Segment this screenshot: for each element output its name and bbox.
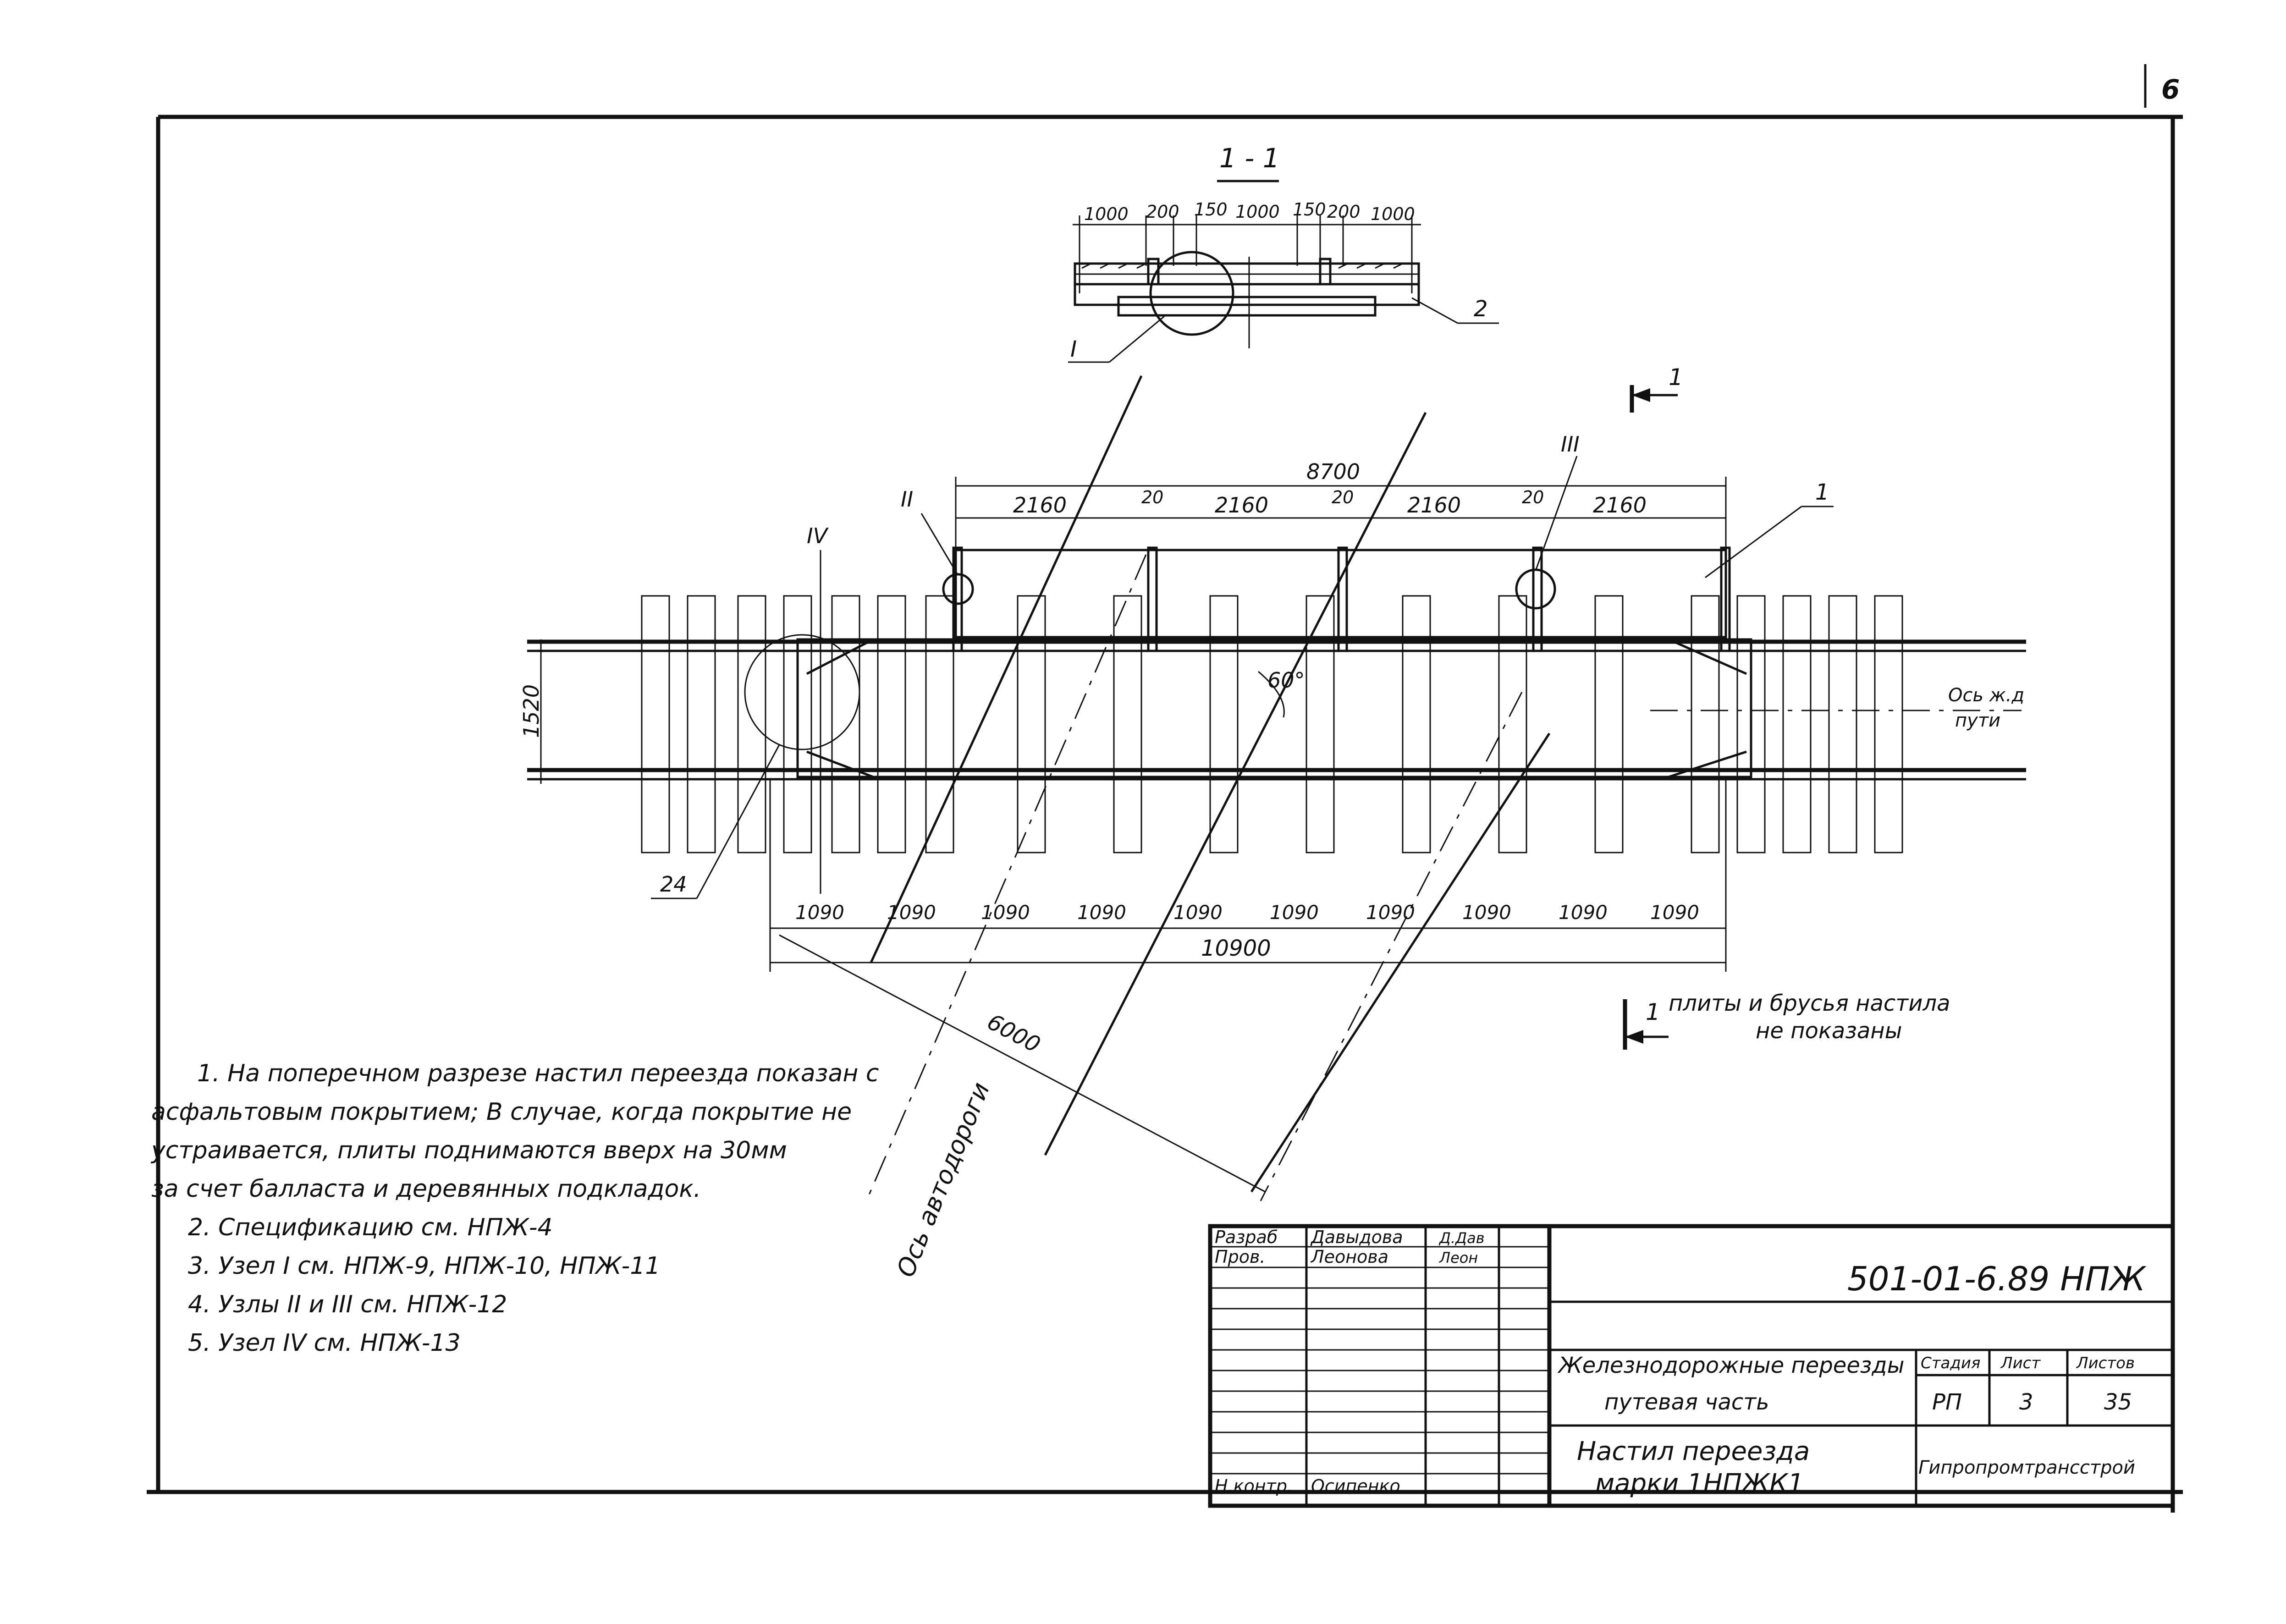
title-block: Разраб Пров. Давыдова Леонова Д.Дав Леон… — [1208, 1224, 2175, 1508]
dim-bottom: 1090 — [1077, 901, 1126, 924]
sleepers — [641, 595, 1903, 853]
section-dim: 150 — [1293, 199, 1326, 220]
section-dim: 200 — [1146, 202, 1179, 222]
section-dim: 1000 — [1084, 204, 1129, 224]
section-title: 1 - 1 — [1219, 143, 1280, 174]
dim-top: 2160 — [1013, 493, 1067, 517]
project-title: путевая часть — [1604, 1389, 1769, 1415]
angle-label: 60° — [1267, 668, 1305, 693]
stage-value: РП — [1932, 1389, 1962, 1415]
section-dim: 1000 — [1235, 202, 1280, 222]
track-axis-label: пути — [1955, 710, 2000, 731]
sheets-value: 35 — [2104, 1389, 2132, 1415]
dim-bottom: 1090 — [1366, 901, 1415, 924]
name-developed: Давыдова — [1310, 1227, 1403, 1247]
dim-bottom: 1090 — [981, 901, 1030, 924]
note-line: 2. Спецификацию см. НПЖ-4 — [188, 1214, 553, 1241]
note-line: 5. Узел IV см. НПЖ-13 — [188, 1329, 461, 1357]
section-1-1: 1 - 1 1000 200 150 1000 150 200 1000 2 — [1068, 143, 1499, 363]
note-line: 3. Узел I см. НПЖ-9, НПЖ-10, НПЖ-11 — [188, 1252, 661, 1280]
role-developed: Разраб — [1215, 1227, 1278, 1247]
dim-total-top: 8700 — [1306, 459, 1360, 484]
section-callout-2: 2 — [1474, 296, 1488, 322]
dim-bottom: 1090 — [1173, 901, 1223, 924]
dim-bottom: 1090 — [795, 901, 844, 924]
dim-total-bottom: 10900 — [1201, 936, 1271, 961]
note-line: за счет балласта и деревянных подкладок. — [151, 1175, 701, 1203]
drawing-title: Настил переезда — [1577, 1437, 1810, 1466]
note-line: 4. Узлы II и III см. НПЖ-12 — [188, 1291, 507, 1318]
node-III-label: III — [1561, 432, 1580, 457]
callout-1: 1 — [1815, 479, 1829, 505]
node-II-label: II — [901, 487, 913, 512]
dim-top: 20 — [1332, 487, 1354, 507]
drawing-title: марки 1НПЖК1 — [1595, 1469, 1804, 1498]
note-line: асфальтовым покрытием; В случае, когда п… — [151, 1098, 852, 1126]
dims-bottom: 1090 1090 1090 1090 1090 1090 1090 1090 … — [795, 901, 1699, 924]
dim-bottom: 1090 — [1270, 901, 1319, 924]
stage-header: Стадия — [1921, 1354, 1980, 1372]
dim-top: 2160 — [1215, 493, 1268, 517]
dim-top: 20 — [1522, 487, 1544, 507]
dim-bottom: 1090 — [1559, 901, 1608, 924]
section-mark-label: 1 — [1646, 999, 1660, 1025]
gauge-dim: 1520 — [519, 684, 544, 738]
callout-24: 24 — [660, 872, 687, 897]
section-mark-label: 1 — [1669, 364, 1683, 391]
name-checked: Леонова — [1310, 1247, 1388, 1267]
dim-diagonal: 6000 — [983, 1009, 1044, 1058]
section-dim: 150 — [1194, 199, 1228, 220]
posts — [942, 546, 1731, 652]
signature-developed: Д.Дав — [1438, 1229, 1485, 1247]
section-callout-node-1: I — [1070, 336, 1077, 362]
dim-bottom: 1090 — [1650, 901, 1699, 924]
section-dim: 1000 — [1371, 204, 1415, 224]
name-norm-control: Осипенко — [1311, 1476, 1400, 1496]
node-IV-label: IV — [807, 523, 829, 548]
note-line: 1. На поперечном разрезе настил переезда… — [197, 1060, 879, 1087]
doc-code: 501-01-6.89 НПЖ — [1847, 1260, 2147, 1298]
not-shown-note: плиты и брусья настила — [1669, 991, 1950, 1016]
section-mark-top: 1 — [1630, 364, 1683, 413]
signature-checked: Леон — [1439, 1249, 1478, 1266]
dim-top: 20 — [1141, 487, 1163, 507]
dim-top: 2160 — [1593, 493, 1647, 517]
sheet-header: Лист — [2000, 1354, 2041, 1372]
note-line: устраивается, плиты поднимаются вверх на… — [151, 1137, 787, 1164]
role-checked: Пров. — [1215, 1247, 1265, 1267]
sheet-number: 6 — [2161, 74, 2180, 105]
dim-top: 2160 — [1407, 493, 1461, 517]
organization-name: Гипропромтрансстрой — [1918, 1457, 2135, 1478]
dim-bottom: 1090 — [1462, 901, 1511, 924]
track-axis-label: Ось ж.д — [1948, 685, 2024, 706]
project-title: Железнодорожные переезды — [1557, 1353, 1904, 1378]
sheet-value: 3 — [2019, 1389, 2033, 1415]
section-dim: 200 — [1327, 202, 1361, 222]
not-shown-note: не показаны — [1756, 1018, 1902, 1044]
sheets-header: Листов — [2076, 1354, 2135, 1372]
general-notes: 1. На поперечном разрезе настил переезда… — [151, 1054, 931, 1362]
role-norm-control: Н.контр. — [1215, 1476, 1293, 1496]
